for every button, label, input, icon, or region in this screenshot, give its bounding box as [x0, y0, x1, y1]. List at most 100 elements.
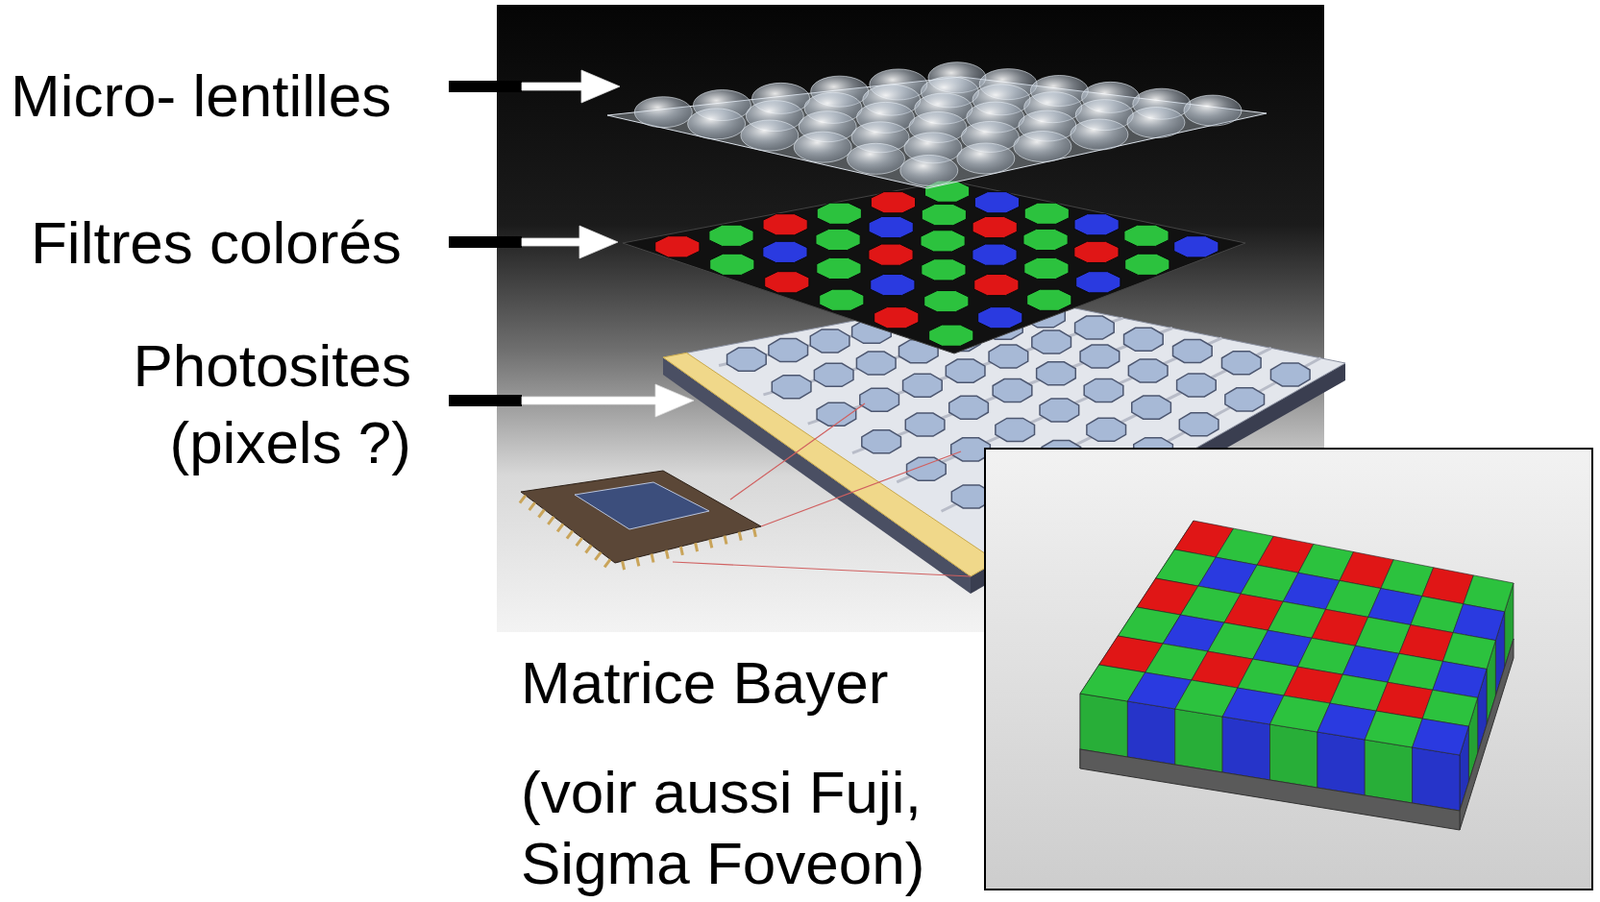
color-filter: [1027, 289, 1072, 311]
photosite: [1128, 359, 1168, 383]
photosite: [1173, 339, 1213, 363]
part-label: Filtres colorés: [30, 207, 435, 279]
photosite: [1270, 363, 1310, 387]
color-filter: [1074, 214, 1119, 236]
color-filter: [816, 202, 862, 224]
microlens: [793, 131, 852, 163]
color-filter: [974, 273, 1019, 296]
microlens: [1070, 119, 1129, 150]
microlens: [1127, 107, 1185, 139]
photosite: [813, 363, 854, 387]
part-label: Micro- lentilles: [10, 60, 434, 132]
pointer-arrows: [448, 70, 694, 418]
color-filter: [764, 271, 810, 294]
note-label: (voir aussi Fuji, Sigma Foveon): [520, 757, 973, 900]
chip-pin: [604, 559, 611, 567]
photosite: [810, 329, 850, 353]
photosite: [905, 413, 945, 437]
arrow-head: [521, 70, 620, 103]
color-filter: [710, 253, 755, 275]
color-filter: [920, 230, 965, 252]
microlens: [634, 97, 692, 128]
photosite: [1083, 378, 1124, 402]
chip-pin: [529, 502, 536, 511]
color-filter: [978, 307, 1023, 329]
arrow-bar: [448, 236, 522, 248]
arrow-head: [521, 384, 694, 418]
chip-pin: [547, 516, 554, 525]
photosite: [860, 388, 900, 412]
bayer-cell: [1364, 711, 1423, 748]
bayer-side-cell: [1317, 732, 1365, 796]
color-filter: [1023, 228, 1068, 250]
bayer-block: [1080, 520, 1514, 831]
photosite: [1221, 351, 1261, 375]
color-filter: [972, 216, 1017, 238]
color-filter: [972, 244, 1017, 266]
color-filter: [974, 192, 1019, 214]
caption-label: Matrice Bayer: [520, 647, 963, 719]
sensor-chip: [519, 403, 971, 577]
readout-strip: [663, 352, 997, 577]
zoom-line: [672, 562, 971, 577]
color-filter: [709, 224, 754, 247]
photosite: [856, 351, 896, 375]
color-filter-sheet: [622, 180, 1246, 354]
bayer-side-cell: [1270, 724, 1318, 788]
trace-line: [852, 328, 1173, 454]
microlens: [846, 143, 905, 174]
color-filter: [929, 324, 974, 346]
microlens: [740, 120, 799, 151]
microlens-sheet: [607, 62, 1267, 189]
color-filter: [868, 216, 913, 238]
chip-pin: [557, 523, 564, 532]
photosite: [995, 418, 1035, 442]
photosite: [1177, 373, 1217, 397]
lens-sheet: [607, 76, 1267, 189]
chip-pin: [724, 536, 727, 545]
microlens: [1183, 95, 1242, 126]
photosite: [988, 344, 1029, 369]
color-filter: [1125, 253, 1170, 275]
color-filter: [924, 291, 969, 313]
color-filter: [1024, 257, 1069, 279]
color-filter: [1124, 224, 1169, 247]
photosite: [1075, 316, 1115, 340]
photosite: [1086, 418, 1127, 442]
chip-pin: [695, 542, 698, 552]
photosite: [861, 430, 902, 454]
bayer-base: [1080, 749, 1460, 831]
photosite: [1179, 413, 1219, 437]
photosite: [1039, 398, 1080, 422]
chip-pin: [651, 554, 654, 564]
chip-pin: [594, 552, 601, 561]
photosite: [1032, 330, 1072, 354]
color-filter: [763, 214, 808, 236]
color-filter: [870, 192, 915, 214]
chip-pin: [753, 528, 756, 538]
color-filter: [874, 307, 919, 329]
zoom-line: [761, 451, 961, 527]
bayer-side-cell: [1175, 709, 1223, 773]
color-filter: [1024, 202, 1069, 224]
microlens: [957, 143, 1015, 174]
color-filter: [819, 289, 864, 311]
chip-pin: [576, 538, 583, 546]
part-label: Photosites (pixels ?): [91, 327, 412, 482]
chip-pin: [539, 510, 545, 518]
photosite: [992, 379, 1033, 403]
chip-pin: [680, 546, 683, 556]
color-filter: [655, 236, 700, 258]
microlens: [900, 154, 959, 186]
arrow-bar: [448, 394, 522, 407]
photosite: [949, 395, 989, 419]
microlens: [1013, 130, 1072, 162]
trace-line: [808, 318, 1124, 424]
color-filter: [870, 273, 915, 296]
color-filter: [1076, 271, 1121, 294]
microlens: [688, 108, 746, 140]
arrow-bar: [448, 80, 522, 93]
chip-pin: [566, 531, 573, 540]
zoom-line: [730, 403, 865, 500]
photosite: [771, 375, 812, 399]
